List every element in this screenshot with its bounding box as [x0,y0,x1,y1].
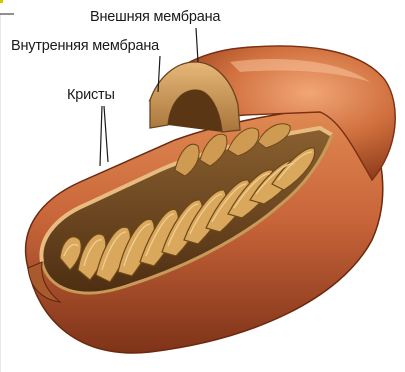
leader-outer-membrane [196,28,198,62]
leader-cristae-2 [104,106,108,162]
corner-mark [0,0,3,3]
leader-cristae-1 [100,106,102,166]
inner-membrane-label: Внутренняя мембрана [11,38,159,54]
outer-membrane-label: Внешняя мембрана [90,9,220,25]
cristae-label: Кристы [67,87,115,103]
